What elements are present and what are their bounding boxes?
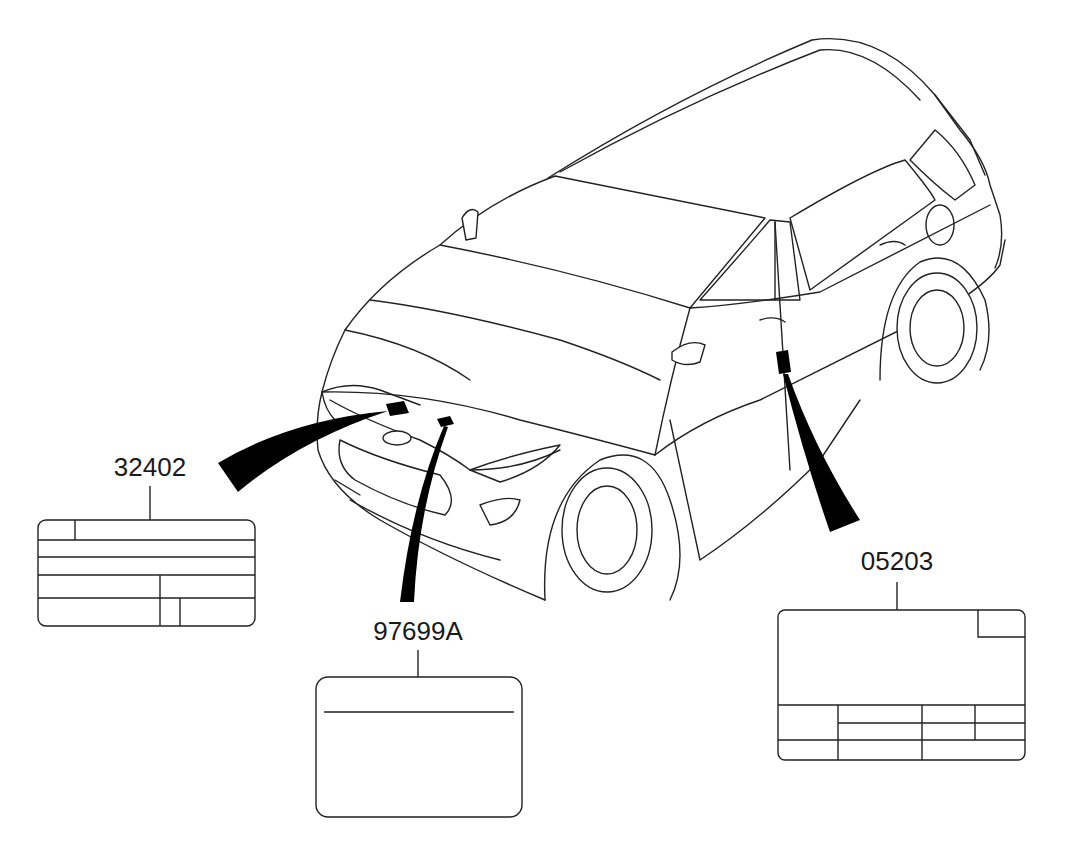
leader-wedges: [218, 374, 860, 602]
label-plate: [778, 610, 1025, 760]
callout-number: 97699A: [371, 616, 465, 646]
callout-number: 05203: [859, 546, 935, 576]
callout-number: 32402: [112, 452, 188, 482]
label-plate: [38, 520, 255, 626]
label-plate: [316, 677, 522, 817]
label-markers: [386, 350, 791, 427]
